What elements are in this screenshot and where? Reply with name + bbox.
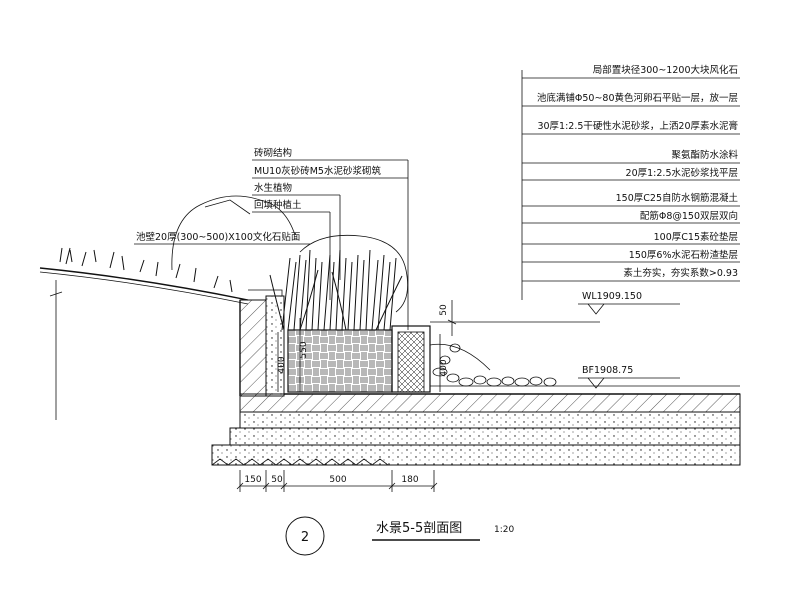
bottom-level-mark: BF1908.75: [582, 365, 633, 376]
concrete-bed: [239, 411, 741, 429]
callout-concrete-bed: 100厚C15素砼垫层: [654, 231, 738, 243]
callout-brick-structure: 砖砌结构: [254, 147, 292, 159]
callout-waterproofing: 聚氨酯防水涂料: [671, 149, 738, 161]
callout-brick-spec: MU10灰砂砖M5水泥砂浆砌筑: [254, 165, 381, 177]
callout-leveling-layer: 20厚1:2.5水泥砂浆找平层: [626, 167, 738, 179]
dim-v-550: 550: [299, 341, 309, 358]
planter-box: [287, 325, 431, 393]
callout-compacted-soil: 素土夯实，夯实系数>0.93: [623, 267, 738, 279]
bottom-dimensions: 150 50 500 180: [236, 470, 438, 492]
left-callouts: 砖砌结构 MU10灰砂砖M5水泥砂浆砌筑 水生植物 回填种植土 池壁20厚(30…: [134, 147, 409, 330]
dim-v-50: 50: [439, 304, 449, 316]
slope-ground: [39, 267, 249, 420]
cushion-layer: [229, 427, 741, 446]
dim-h-500: 500: [329, 475, 346, 485]
title-block: 2 水景5-5剖面图 1:20: [285, 516, 514, 556]
level-marks: WL1909.150 BF1908.75: [430, 291, 680, 389]
boulders: [171, 195, 409, 313]
foundation-layers: [211, 393, 741, 466]
rc-slab: [239, 393, 741, 413]
vertical-dimensions: 400 550 400 50: [277, 300, 457, 392]
callout-weathered-stone: 局部置块径300~1200大块风化石: [593, 64, 738, 76]
pool-wall: [239, 289, 285, 397]
drawing-title: 水景5-5剖面图: [376, 521, 462, 536]
callout-backfill-soil: 回填种植土: [254, 199, 302, 211]
drawing-scale: 1:20: [494, 525, 514, 535]
callout-rc-slab: 150厚C25自防水钢筋混凝土: [616, 192, 739, 204]
soil-layer: [211, 444, 741, 466]
callout-pebble-bed: 池底满铺Φ50~80黄色河卵石平贴一层，放一层: [537, 92, 738, 104]
drawing-number: 2: [301, 530, 309, 545]
dim-h-50: 50: [271, 475, 283, 485]
plants: [59, 247, 403, 331]
dim-h-180: 180: [401, 475, 418, 485]
callout-mortar-layer: 30厚1:2.5干硬性水泥砂浆，上洒20厚素水泥膏: [537, 120, 738, 132]
dim-v-400b: 400: [439, 359, 449, 376]
callout-aquatic-plants: 水生植物: [254, 182, 293, 194]
callout-wall-cladding: 池壁20厚(300~500)X100文化石贴面: [136, 231, 300, 243]
dim-v-400a: 400: [277, 356, 287, 373]
callout-cushion: 150厚6%水泥石粉渣垫层: [629, 249, 738, 261]
water-level-mark: WL1909.150: [582, 291, 642, 302]
right-callouts: 局部置块径300~1200大块风化石 池底满铺Φ50~80黄色河卵石平贴一层，放…: [521, 64, 740, 300]
callout-rebar: 配筋Φ8@150双层双向: [640, 210, 738, 222]
dim-h-150: 150: [244, 475, 261, 485]
